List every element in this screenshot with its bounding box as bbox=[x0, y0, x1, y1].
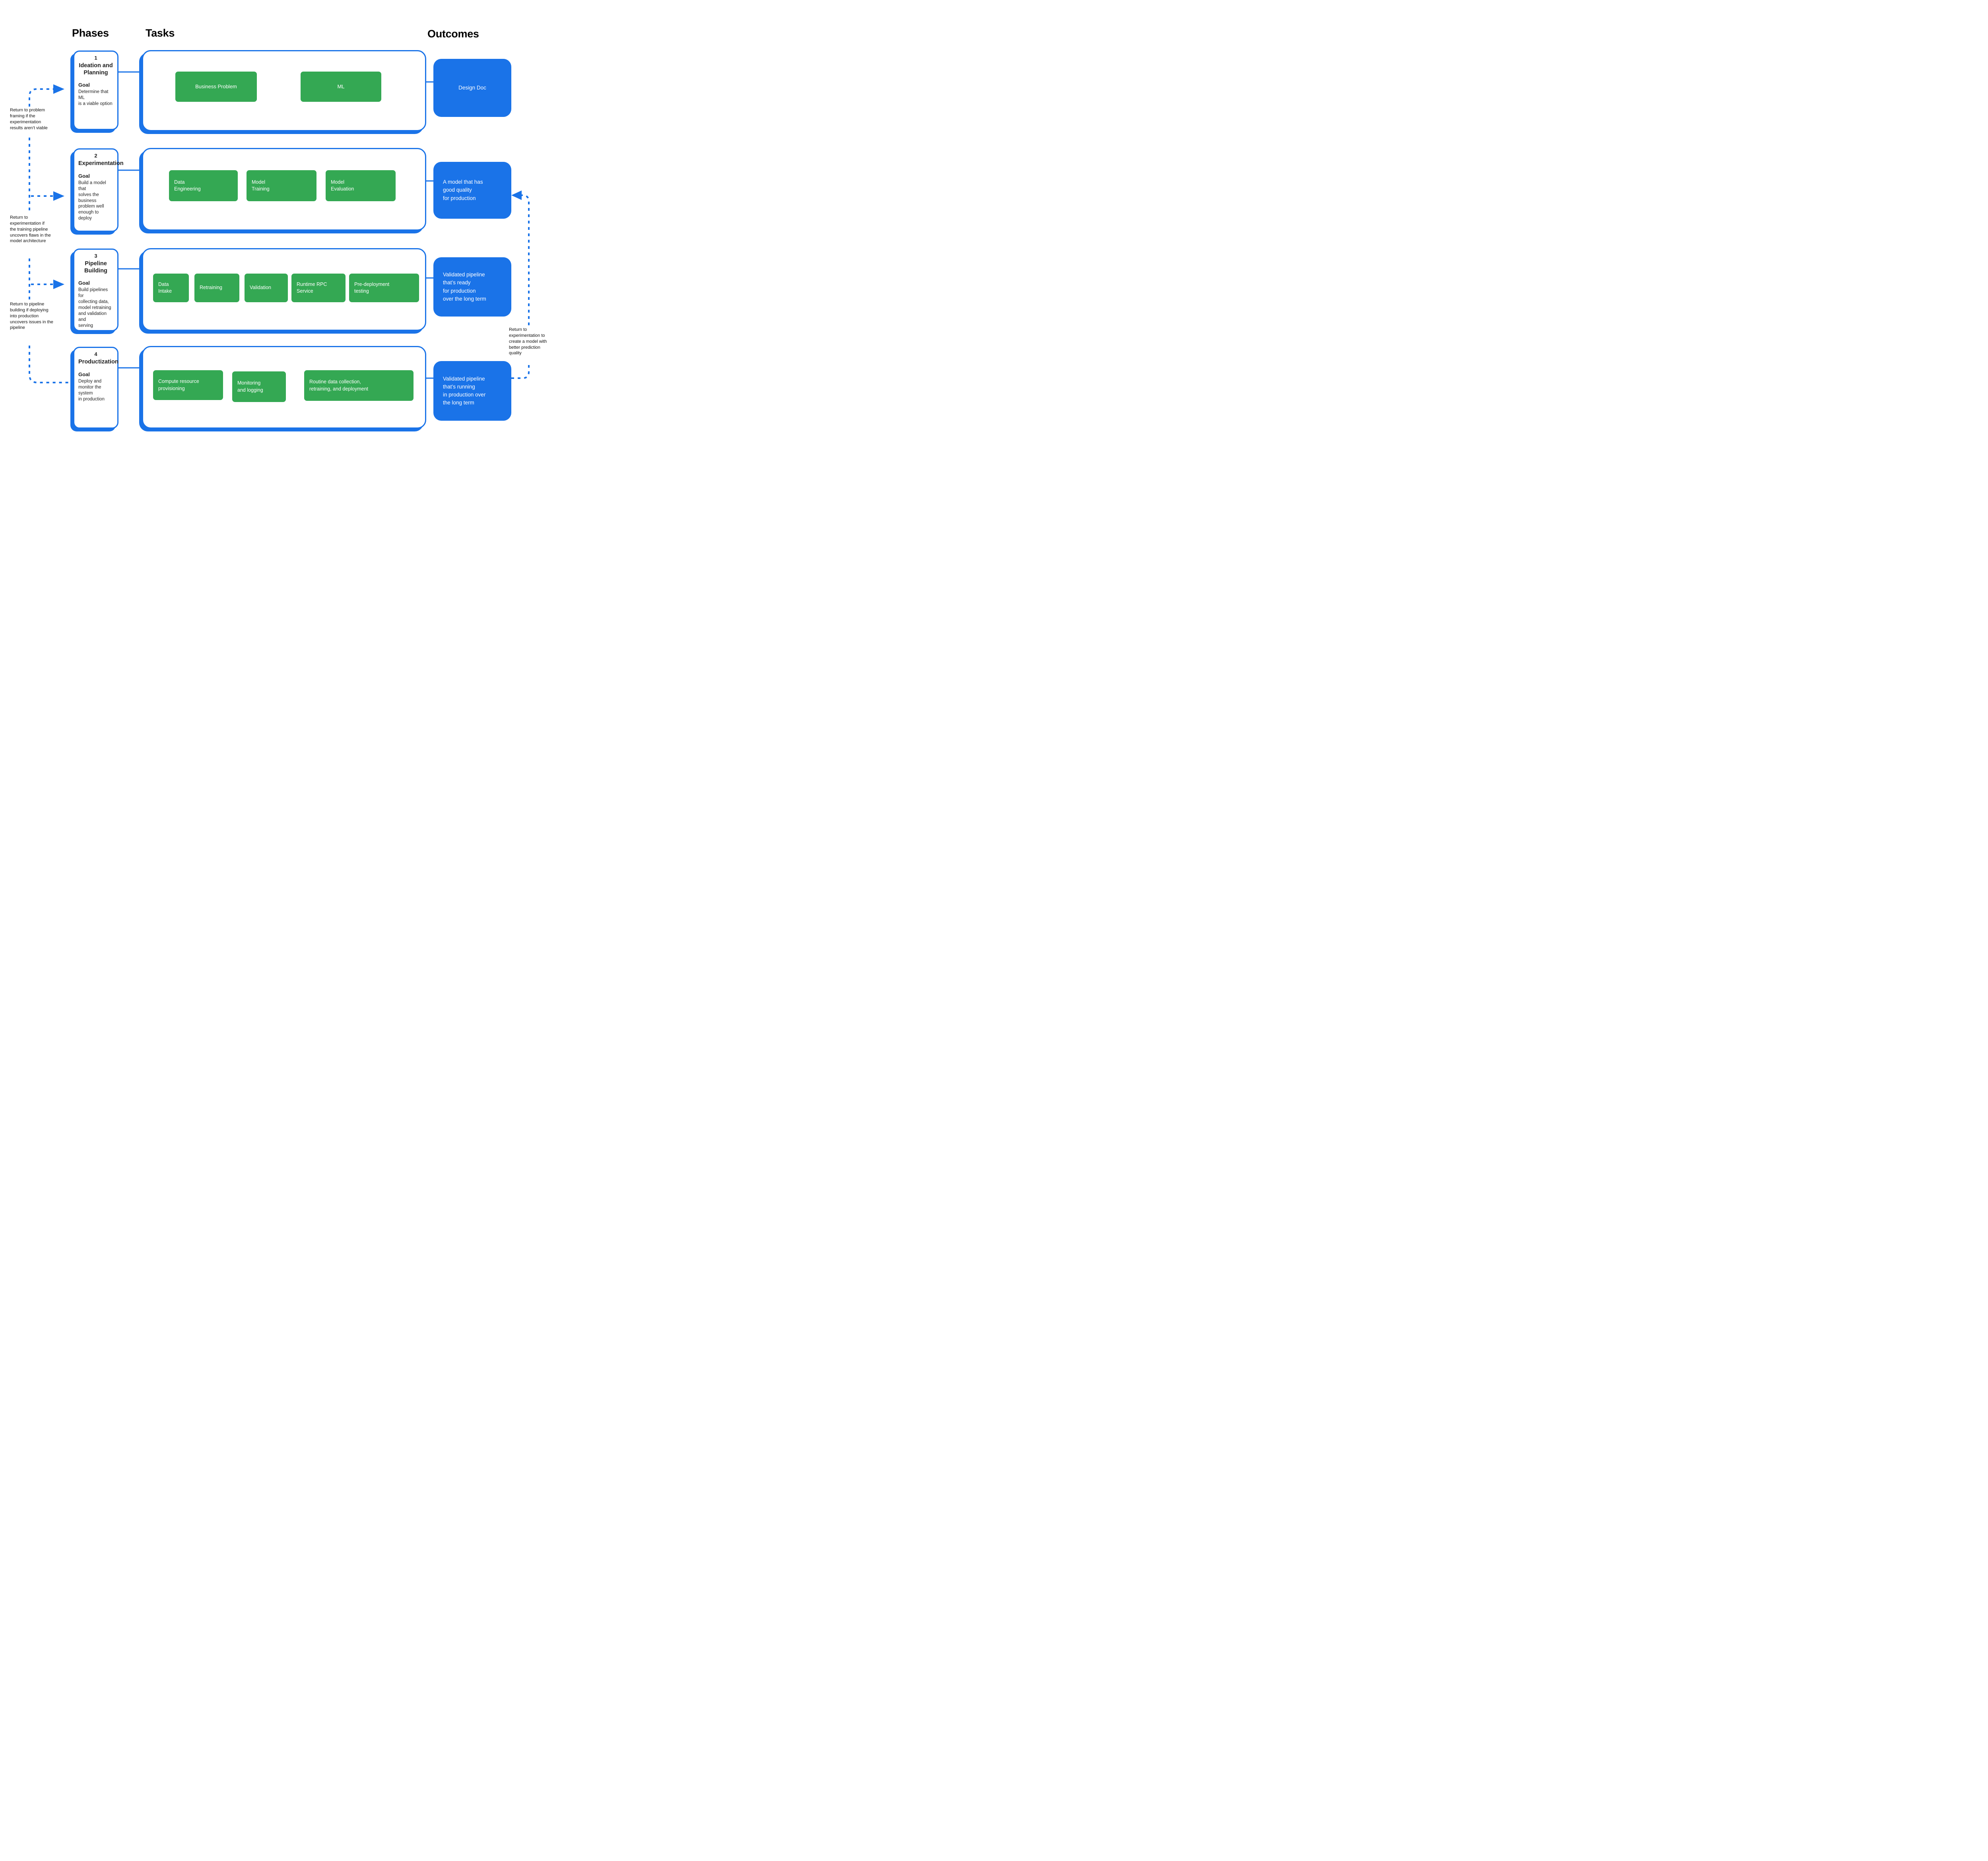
phase-task-connectors bbox=[118, 71, 433, 379]
return-arrowhead-phase3-icon bbox=[53, 280, 64, 289]
outcome-validated-pipeline-running: Validated pipeline that’s running in pro… bbox=[433, 361, 511, 421]
goal-text: Determine that ML is a viable option bbox=[78, 89, 113, 107]
goal-label: Goal bbox=[78, 371, 90, 377]
phase-card-experimentation: 2 Experimentation Goal Build a model tha… bbox=[73, 148, 124, 232]
task-pre-deployment-testing: Pre-deployment testing bbox=[349, 274, 419, 302]
phase-card-ideation: 1 Ideation and Planning Goal Determine t… bbox=[73, 51, 118, 130]
task-data-intake: Data Intake bbox=[153, 274, 189, 302]
goal-text: Build a model that solves the business p… bbox=[78, 180, 106, 221]
phase-title: Pipeline Building bbox=[84, 260, 107, 274]
task-validation: Validation bbox=[245, 274, 288, 302]
left-feedback-dotted-path bbox=[29, 88, 71, 383]
goal-label: Goal bbox=[78, 173, 90, 179]
goal-text: Deploy and monitor the system in product… bbox=[78, 379, 105, 402]
annotation-return-to-problem-framing: Return to problem framing if the experim… bbox=[10, 108, 48, 130]
phases-column-header: Phases bbox=[72, 27, 109, 39]
outcome-design-doc: Design Doc bbox=[433, 59, 511, 117]
task-ml: ML bbox=[301, 72, 381, 102]
task-routine-data-collection-retraining-deployment: Routine data collection, retraining, and… bbox=[304, 370, 414, 401]
return-arrowhead-phase1-icon bbox=[53, 84, 64, 94]
task-model-evaluation: Model Evaluation bbox=[326, 170, 396, 201]
annotation-return-to-experimentation-quality: Return to experimentation to create a mo… bbox=[509, 327, 547, 356]
task-monitoring-and-logging: Monitoring and logging bbox=[232, 371, 286, 402]
goal-text: Build pipelines for collecting data, mod… bbox=[78, 288, 111, 328]
task-model-training: Model Training bbox=[247, 170, 316, 201]
task-business-problem: Business Problem bbox=[175, 72, 257, 102]
outcomes-column-header: Outcomes bbox=[427, 28, 479, 40]
mlops-phases-diagram: Phases Tasks Outcomes 1 Ideation and Pla… bbox=[0, 0, 564, 465]
outcome-model-good-quality: A model that has good quality for produc… bbox=[433, 162, 511, 219]
task-data-engineering: Data Engineering bbox=[169, 170, 238, 201]
task-retraining: Retraining bbox=[194, 274, 239, 302]
task-runtime-rpc-service: Runtime RPC Service bbox=[291, 274, 346, 302]
annotation-return-to-experimentation: Return to experimentation if the trainin… bbox=[10, 215, 51, 244]
outcome-validated-pipeline-ready: Validated pipeline that’s ready for prod… bbox=[433, 257, 511, 317]
phase-card-productization: 4 Productization Goal Deploy and monitor… bbox=[73, 347, 118, 429]
return-arrowhead-outcome2-icon bbox=[511, 190, 522, 200]
task-connectors bbox=[189, 86, 349, 387]
goal-label: Goal bbox=[78, 82, 90, 88]
phase-title: Ideation and Planning bbox=[79, 62, 113, 76]
right-feedback-dotted-path bbox=[511, 194, 530, 379]
annotation-return-to-pipeline-building: Return to pipeline building if deploying… bbox=[10, 302, 53, 330]
phase-title: Experimentation bbox=[78, 160, 124, 167]
phase-number: 3 bbox=[94, 253, 97, 259]
return-arrowhead-phase2-icon bbox=[53, 191, 64, 201]
phase-number: 4 bbox=[94, 351, 97, 357]
tasks-column-header: Tasks bbox=[146, 27, 175, 39]
phase-card-pipeline-building: 3 Pipeline Building Goal Build pipelines… bbox=[73, 249, 118, 331]
phase-title: Productization bbox=[78, 359, 118, 365]
phase-number: 2 bbox=[94, 153, 97, 159]
task-compute-resource-provisioning: Compute resource provisioning bbox=[153, 370, 223, 400]
goal-label: Goal bbox=[78, 280, 90, 286]
phase-number: 1 bbox=[94, 55, 97, 61]
